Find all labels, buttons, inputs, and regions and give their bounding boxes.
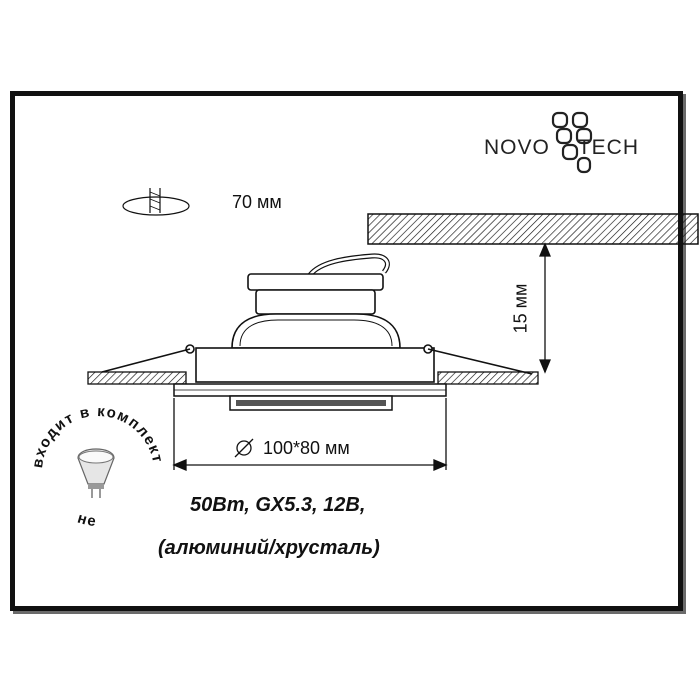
brand-logo-right: TECH	[577, 136, 640, 159]
brand-logo-left: NOVO	[484, 136, 550, 159]
novotech-logo-mark-icon	[551, 111, 593, 174]
lamp-not-included-stamp: входит в комплект не	[29, 403, 165, 530]
ceiling-depth-label: 15 мм	[510, 283, 531, 334]
spec-line-material: (алюминий/хрусталь)	[158, 537, 380, 559]
cutout-diameter-label: 70 мм	[232, 192, 282, 212]
ceiling-panel	[87, 371, 539, 385]
drawing-frame	[10, 91, 683, 611]
brand-logo: NOVO TECH	[484, 136, 639, 160]
outer-size-label: 100*80 мм	[263, 438, 350, 458]
mr16-bulb-icon	[77, 448, 115, 498]
width-dimension-line	[172, 398, 448, 471]
ceiling-slab	[367, 213, 699, 245]
lower-trim	[173, 383, 447, 411]
svg-text:не: не	[76, 510, 99, 530]
diameter-symbol-icon	[234, 438, 254, 458]
spec-line-power: 50Вт, GX5.3, 12В,	[190, 494, 366, 516]
cutout-hole-icon	[122, 188, 190, 216]
luminaire-body	[101, 273, 533, 383]
depth-dimension-line	[539, 242, 551, 374]
